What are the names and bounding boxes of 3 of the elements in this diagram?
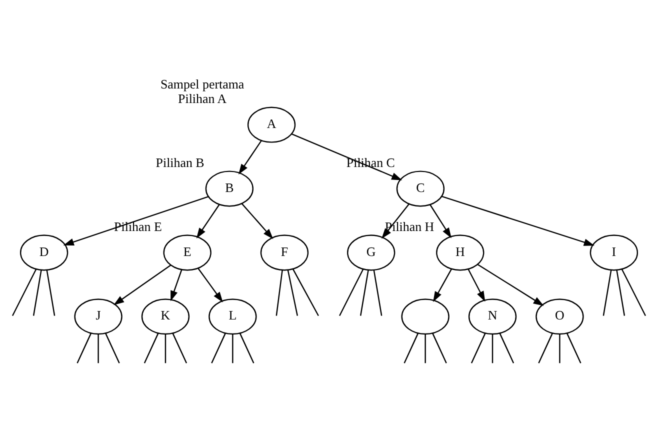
node-label: Sampel pertama <box>160 76 244 92</box>
node-label: Pilihan B <box>156 154 204 170</box>
node-label: Pilihan A <box>178 90 227 106</box>
